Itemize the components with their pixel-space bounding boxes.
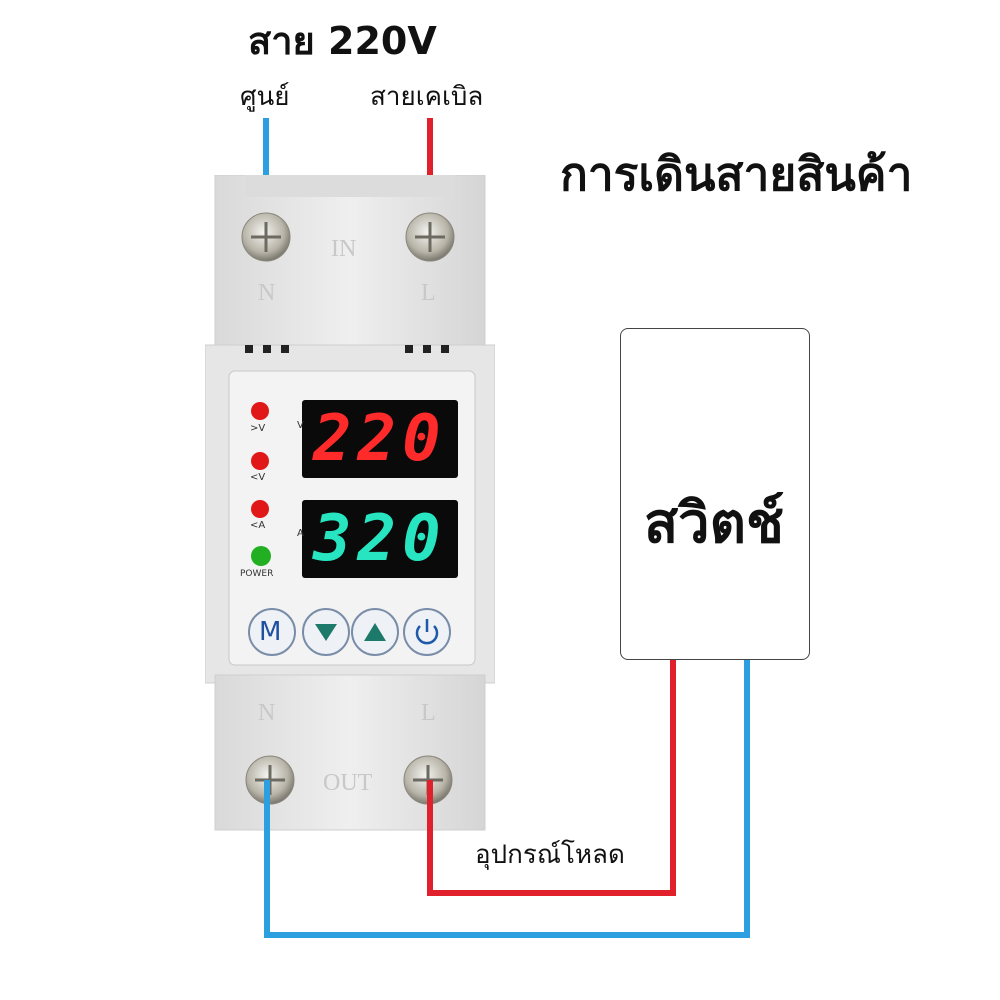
voltage-unit-label: V (297, 420, 304, 431)
up-button[interactable] (351, 608, 399, 656)
current-readout: 320 (313, 502, 447, 576)
power-led (251, 546, 271, 566)
bottom-n-label: N (258, 700, 276, 726)
down-triangle-icon (315, 624, 337, 641)
power-button[interactable] (403, 608, 451, 656)
undervoltage-label: <V (250, 472, 266, 483)
out-label: OUT (323, 770, 373, 796)
voltage-readout: 220 (313, 402, 447, 476)
overvoltage-led (251, 402, 269, 420)
current-display-panel (302, 500, 458, 578)
current-unit-label: A (297, 528, 304, 539)
supply-title: สาย 220V (248, 19, 437, 63)
live-label: สายเคเบิล (370, 82, 484, 112)
voltage-display-panel (302, 400, 458, 478)
overcurrent-label: <A (250, 520, 266, 531)
overcurrent-led (251, 500, 269, 518)
in-label: IN (331, 236, 357, 262)
undervoltage-led (251, 452, 269, 470)
switch-label: สวิตช์ (644, 491, 784, 556)
screw-top-n (241, 212, 291, 262)
screw-bottom-l (403, 755, 453, 805)
mode-button[interactable] (248, 608, 296, 656)
top-n-label: N (258, 280, 276, 306)
neutral-label: ศูนย์ (240, 82, 290, 112)
down-button[interactable] (302, 608, 350, 656)
bottom-l-label: L (421, 700, 436, 726)
switch-box (620, 328, 810, 660)
top-l-label: L (421, 280, 436, 306)
power-icon (415, 619, 439, 645)
load-label: อุปกรณ์โหลด (475, 840, 625, 870)
up-triangle-icon (364, 623, 386, 641)
mode-button-label[interactable]: M (259, 617, 282, 647)
overvoltage-label: >V (250, 423, 266, 434)
power-led-label: POWER (240, 569, 274, 579)
wiring-heading: การเดินสายสินค้า (560, 147, 913, 201)
screw-bottom-n (245, 755, 295, 805)
screw-top-l (405, 212, 455, 262)
